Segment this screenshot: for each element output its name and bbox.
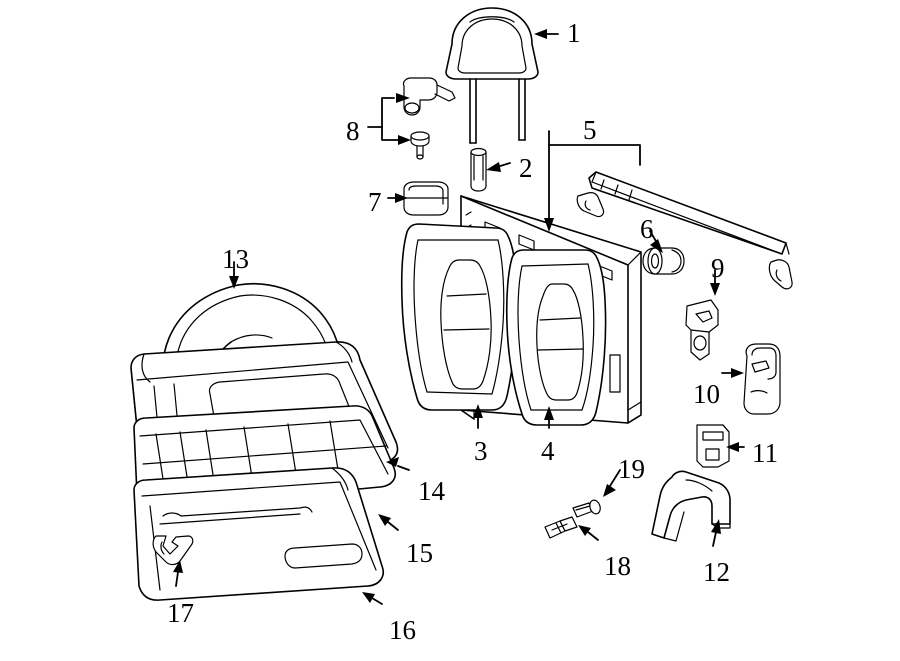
callout-10[interactable]: 10 <box>693 379 720 409</box>
callout-11[interactable]: 11 <box>752 438 778 468</box>
callout-9[interactable]: 9 <box>711 253 725 283</box>
part-latch-cover <box>743 343 781 415</box>
part-headrest <box>445 7 539 144</box>
callout-1[interactable]: 1 <box>567 18 581 48</box>
callout-7[interactable]: 7 <box>368 187 382 217</box>
callout-6[interactable]: 6 <box>640 214 654 244</box>
callout-4[interactable]: 4 <box>541 436 555 466</box>
callout-15[interactable]: 15 <box>406 538 433 568</box>
callout-12[interactable]: 12 <box>703 557 730 587</box>
part-mounting-stud <box>572 499 601 518</box>
callout-3[interactable]: 3 <box>474 436 488 466</box>
part-hinge-bracket <box>696 424 730 468</box>
callout-13[interactable]: 13 <box>222 244 249 274</box>
leader-lines <box>173 29 745 605</box>
part-mounting-bolt <box>544 516 578 539</box>
callout-19[interactable]: 19 <box>618 454 645 484</box>
callout-16[interactable]: 16 <box>389 615 416 645</box>
callout-8[interactable]: 8 <box>346 116 360 146</box>
part-seat-cushion-lower-pan <box>133 467 384 601</box>
part-seat-back-side-cushion <box>505 249 607 426</box>
callout-18[interactable]: 18 <box>604 551 631 581</box>
callout-14[interactable]: 14 <box>418 476 445 506</box>
part-latch-knob <box>410 131 430 160</box>
part-headrest-guide-cap <box>403 181 449 216</box>
part-striker-bracket <box>685 299 719 361</box>
callout-5[interactable]: 5 <box>583 115 597 145</box>
callout-17[interactable]: 17 <box>167 598 194 628</box>
callout-2[interactable]: 2 <box>519 153 533 183</box>
part-seat-back-center-cushion <box>400 223 518 411</box>
part-latch-handle <box>402 77 456 116</box>
part-headrest-guide-sleeve <box>470 147 487 192</box>
part-pivot-bushing <box>642 247 685 275</box>
part-seat-back-frame-rod <box>576 171 793 290</box>
